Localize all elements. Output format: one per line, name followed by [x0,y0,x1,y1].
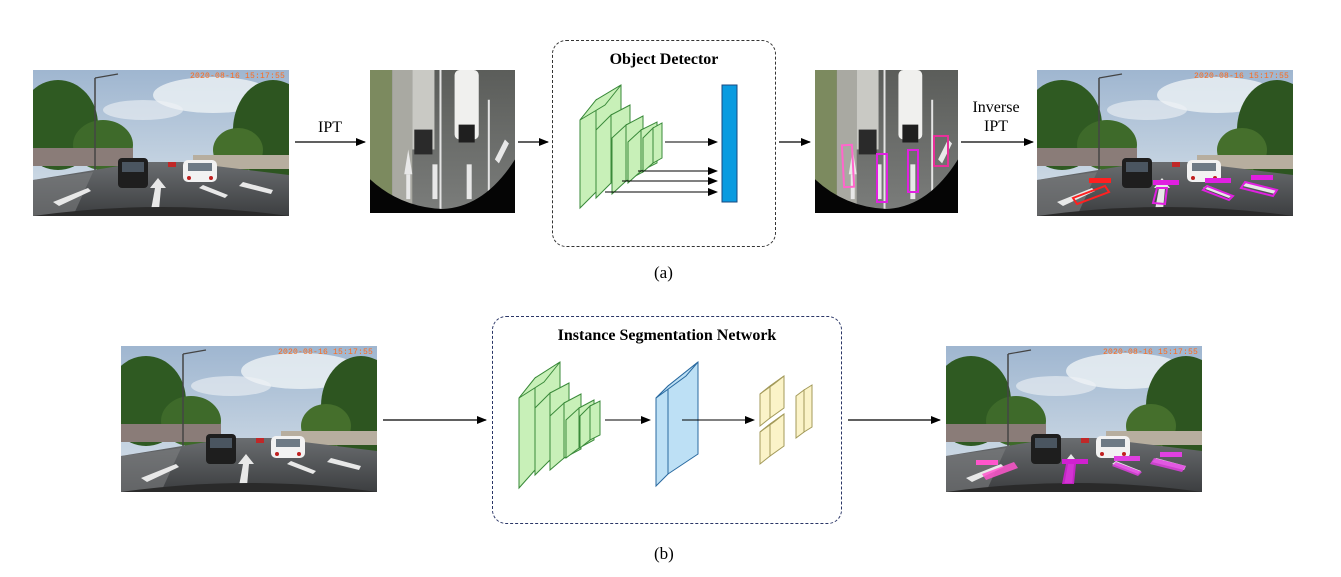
birdseye-detections-photo [815,70,958,213]
timestamp-text: 2020-08-16 15:17:55 [1193,72,1289,81]
caption-a: (a) [654,263,673,282]
output-road-photo-a: 2020-08-16 15:17:55 [1037,70,1293,216]
ipt-label: IPT [318,119,342,136]
inverse-ipt-line2: IPT [984,118,1008,135]
object-detector-box: Object Detector [552,40,776,247]
instance-segmentation-box: Instance Segmentation Network [492,316,842,524]
input-road-photo-b: 2020-08-16 15:17:55 [121,346,377,492]
inverse-ipt-line1: Inverse [972,99,1020,116]
birdseye-photo-a [370,70,515,213]
timestamp-text: 2020-08-16 15:17:55 [277,348,373,357]
inverse-ipt-label: Inverse IPT [962,98,1030,136]
object-detector-title: Object Detector [609,51,719,68]
caption-b: (b) [654,544,674,563]
instance-segmentation-title: Instance Segmentation Network [557,327,777,344]
timestamp-text: 2020-08-16 15:17:55 [1102,348,1198,357]
timestamp-text: 2020-08-16 15:17:55 [189,72,285,81]
output-road-photo-b: 2020-08-16 15:17:55 [946,346,1202,492]
input-road-photo-a: 2020-08-16 15:17:55 [33,70,289,216]
